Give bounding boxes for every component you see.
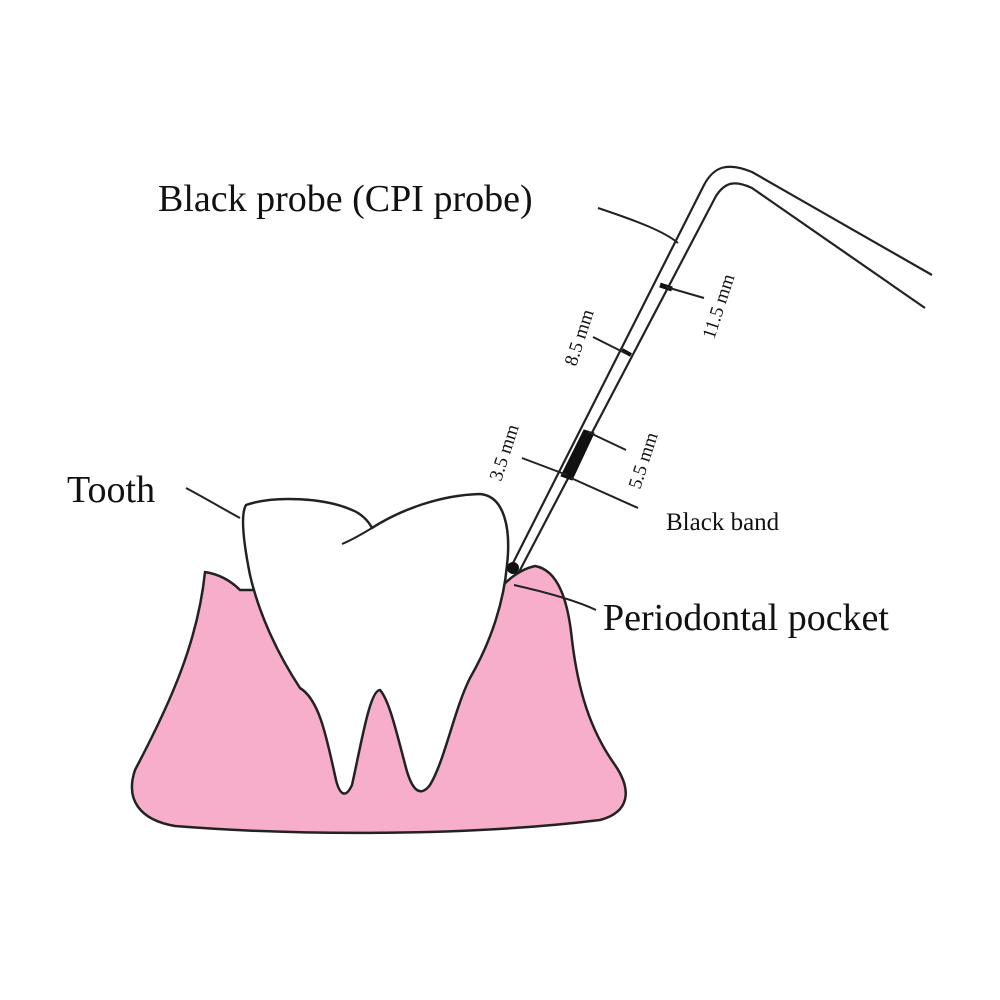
probe-outline-right [518, 182, 926, 573]
leader-tooth [185, 487, 241, 519]
leader-3-5mm [521, 457, 568, 476]
marking-11-5mm: 11.5 mm [699, 271, 740, 341]
leader-pocket [513, 584, 597, 611]
pocket-label: Periodontal pocket [603, 597, 889, 639]
tooth [241, 492, 510, 795]
gum-tissue [130, 564, 627, 835]
black-band-label: Black band [666, 509, 780, 536]
probe-outline-left [510, 165, 933, 568]
tooth-groove [341, 527, 373, 545]
leader-5-5mm [587, 431, 627, 451]
marking-3-5mm: 3.5 mm [486, 422, 524, 484]
leader-black-band [570, 477, 639, 509]
marking-5-5mm: 5.5 mm [625, 430, 663, 492]
tooth-label: Tooth [67, 469, 155, 511]
black-band [560, 429, 595, 481]
probe-ball-tip [507, 562, 519, 574]
leader-8-5mm [592, 336, 628, 355]
leader-11-5mm [665, 286, 705, 299]
mark-8-5mm [621, 348, 632, 357]
leader-lines [185, 207, 705, 611]
probe-label: Black probe (CPI probe) [158, 178, 533, 220]
leader-probe [597, 207, 679, 244]
cpi-probe [510, 165, 933, 573]
